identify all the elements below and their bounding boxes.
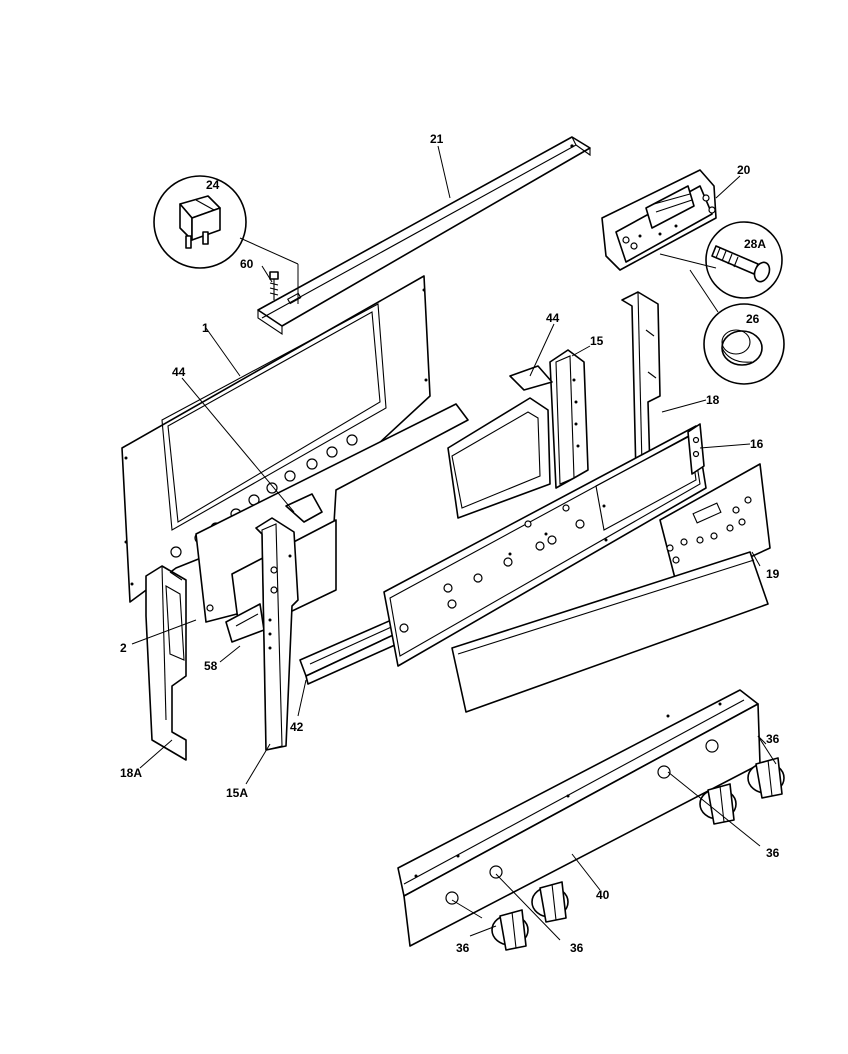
part-18-end-cap <box>621 291 661 477</box>
part-24-switch <box>153 175 247 269</box>
callout-36-front-left: 36 <box>456 941 470 955</box>
callout-16: 16 <box>750 437 764 451</box>
knob-36-front-right <box>531 881 569 923</box>
part-60-screw <box>269 271 279 300</box>
callout-40: 40 <box>596 888 610 902</box>
knob-36-rear-right <box>747 757 785 799</box>
callout-60: 60 <box>240 257 254 271</box>
callout-15a: 15A <box>226 786 248 800</box>
callout-15: 15 <box>590 334 604 348</box>
callout-2: 2 <box>120 641 127 655</box>
callout-36-rear-left: 36 <box>766 846 780 860</box>
part-16-clip <box>687 423 705 475</box>
part-15a-side-bracket <box>255 493 323 751</box>
callout-36-front-right: 36 <box>570 941 584 955</box>
callout-42: 42 <box>290 720 304 734</box>
callout-1: 1 <box>202 321 209 335</box>
knob-36-rear-left <box>699 783 737 825</box>
callout-18: 18 <box>706 393 720 407</box>
callout-18a: 18A <box>120 766 142 780</box>
knob-36-front-left <box>491 909 529 951</box>
callouts: 21 20 24 60 28A 26 1 44 44 15 18 16 19 2… <box>120 132 780 955</box>
callout-21: 21 <box>430 132 444 146</box>
callout-44-left: 44 <box>172 365 186 379</box>
part-40-manifold-panel <box>397 689 761 947</box>
callout-24: 24 <box>206 178 220 192</box>
leader-lines <box>131 145 777 941</box>
control-panel-body <box>383 425 707 667</box>
callout-26: 26 <box>746 312 760 326</box>
callout-44-right: 44 <box>546 311 560 325</box>
part-26-knob <box>703 303 785 385</box>
callout-19: 19 <box>766 567 780 581</box>
part-21-top-trim <box>257 136 591 336</box>
callout-36-rear-right: 36 <box>766 732 780 746</box>
callout-28a: 28A <box>744 237 766 251</box>
part-20-control-module <box>601 169 717 271</box>
part-28a-screw <box>705 221 783 299</box>
part-15-side-bracket <box>509 349 589 489</box>
callout-58: 58 <box>204 659 218 673</box>
callout-20: 20 <box>737 163 751 177</box>
part-18a-end-cap <box>145 565 187 761</box>
glass-panel <box>451 551 769 713</box>
